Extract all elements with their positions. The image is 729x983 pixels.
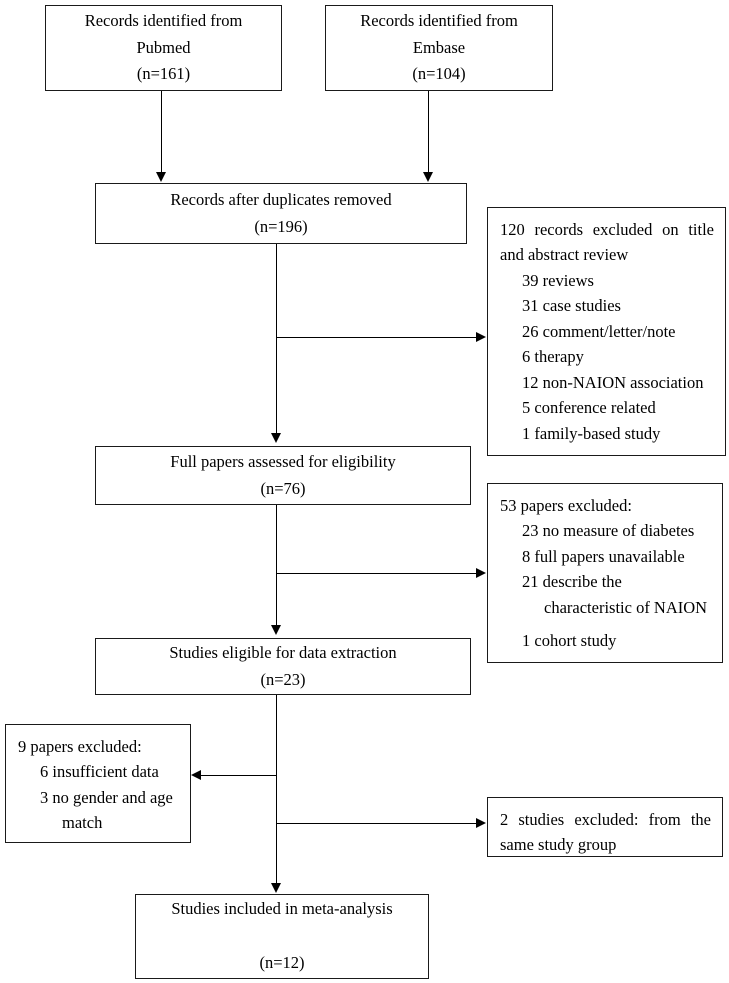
connector-eligible-to-included: [276, 695, 277, 883]
excluded-title-abstract-item-6: 1 family-based study: [522, 423, 661, 443]
box-studies-included-line1: Studies included in meta-analysis: [171, 899, 393, 919]
excluded-title-abstract-item-3: 6 therapy: [522, 347, 584, 367]
excluded-full-text-item-3: 21 describe the: [522, 572, 622, 592]
arrowhead-embase-to-duplicates: [423, 172, 433, 182]
box-full-papers-assessed: Full papers assessed for eligibility (n=…: [95, 446, 471, 505]
box-excluded-title-abstract: 120 records excluded on title and abstra…: [487, 207, 726, 456]
box-excluded-same-study-group: 2 studies excluded: from the same study …: [487, 797, 723, 857]
box-records-pubmed-line2: Pubmed: [136, 37, 191, 57]
connector-to-dataquality-exclusions: [201, 775, 277, 776]
box-excluded-full-text: 53 papers excluded: 23 no measure of dia…: [487, 483, 723, 663]
excluded-title-abstract-item-1: 31 case studies: [522, 296, 621, 316]
box-records-embase: Records identified from Embase (n=104): [325, 5, 553, 91]
excluded-title-abstract-item-4: 12 non-NAION association: [522, 372, 704, 392]
box-duplicates-removed-line1: Records after duplicates removed: [170, 189, 392, 209]
connector-pubmed-to-duplicates: [161, 91, 162, 172]
box-studies-eligible: Studies eligible for data extraction (n=…: [95, 638, 471, 695]
excluded-title-abstract-head1: 120 records excluded on title: [500, 220, 714, 239]
arrowhead-duplicates-to-fullpapers: [271, 433, 281, 443]
excluded-same-study-group-line1: 2 studies excluded: from the: [500, 810, 711, 829]
box-duplicates-removed: Records after duplicates removed (n=196): [95, 183, 467, 244]
box-records-embase-count: (n=104): [412, 64, 466, 84]
box-records-pubmed-count: (n=161): [136, 64, 191, 84]
excluded-full-text-item-4: 1 cohort study: [522, 630, 617, 650]
arrowhead-pubmed-to-duplicates: [156, 172, 166, 182]
excluded-same-study-group-line2: same study group: [500, 835, 617, 855]
box-studies-eligible-count: (n=23): [260, 669, 306, 689]
excluded-data-quality-item-2-continued: match: [62, 813, 103, 833]
box-studies-included-spacer: [136, 923, 428, 950]
box-studies-included-meta-analysis: Studies included in meta-analysis (n=12): [135, 894, 429, 979]
box-records-embase-line1: Records identified from: [360, 10, 518, 30]
box-records-embase-line2: Embase: [412, 37, 466, 57]
arrowhead-eligible-to-included: [271, 883, 281, 893]
connector-embase-to-duplicates: [428, 91, 429, 172]
excluded-title-abstract-item-0: 39 reviews: [522, 270, 594, 290]
box-excluded-data-quality: 9 papers excluded: 6 insufficient data 3…: [5, 724, 191, 843]
connector-to-samegroup-exclusions: [276, 823, 476, 824]
arrowhead-fullpapers-to-eligible: [271, 625, 281, 635]
excluded-full-text-head: 53 papers excluded:: [500, 496, 632, 515]
arrowhead-to-dataquality-exclusions: [191, 770, 201, 780]
connector-to-title-abstract-exclusions: [276, 337, 476, 338]
excluded-full-text-spacer: [500, 620, 711, 627]
excluded-title-abstract-item-5: 5 conference related: [522, 398, 656, 418]
box-studies-eligible-line1: Studies eligible for data extraction: [169, 642, 397, 662]
excluded-full-text-item-1: 23 no measure of diabetes: [522, 521, 695, 541]
excluded-title-abstract-item-2: 26 comment/letter/note: [522, 321, 676, 341]
connector-duplicates-to-fullpapers: [276, 244, 277, 433]
arrowhead-to-fulltext-exclusions: [476, 568, 486, 578]
box-full-papers-assessed-count: (n=76): [260, 478, 306, 498]
box-records-pubmed: Records identified from Pubmed (n=161): [45, 5, 282, 91]
excluded-data-quality-item-1: 6 insufficient data: [40, 762, 159, 782]
box-full-papers-assessed-line1: Full papers assessed for eligibility: [170, 451, 396, 471]
excluded-full-text-item-2: 8 full papers unavailable: [522, 546, 685, 566]
excluded-data-quality-head: 9 papers excluded:: [18, 737, 142, 756]
excluded-data-quality-item-2: 3 no gender and age: [40, 787, 173, 807]
box-studies-included-count: (n=12): [259, 952, 305, 972]
box-records-pubmed-line1: Records identified from: [84, 10, 243, 30]
box-duplicates-removed-count: (n=196): [254, 216, 308, 236]
arrowhead-to-samegroup-exclusions: [476, 818, 486, 828]
arrowhead-to-title-abstract-exclusions: [476, 332, 486, 342]
excluded-title-abstract-head2: and abstract review: [500, 245, 629, 265]
connector-to-fulltext-exclusions: [276, 573, 476, 574]
connector-fullpapers-to-eligible: [276, 505, 277, 625]
excluded-full-text-item-3-continued: characteristic of NAION: [544, 597, 708, 617]
